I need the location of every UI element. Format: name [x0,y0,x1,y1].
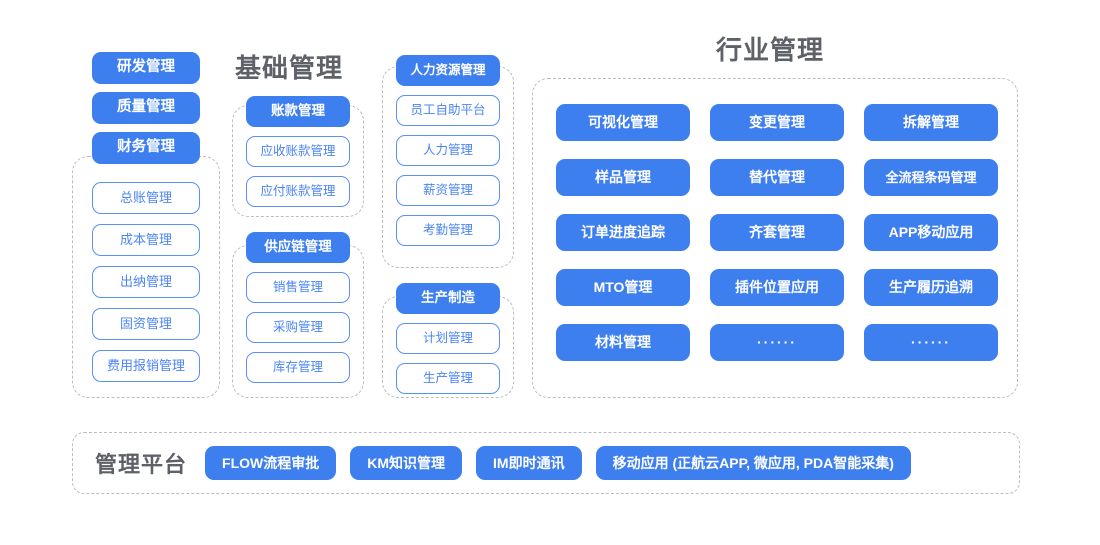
button-visual-management[interactable]: 可视化管理 [556,104,690,141]
group-header-supply-chain[interactable]: 供应链管理 [246,232,350,263]
button-sales-management[interactable]: 销售管理 [246,272,350,303]
hr-group: 人力资源管理 员工自助平台 人力管理 薪资管理 考勤管理 [396,55,500,255]
button-cashier-management[interactable]: 出纳管理 [92,266,200,298]
button-more-placeholder-2[interactable]: ······ [864,324,998,361]
left-top-buttons: 研发管理 质量管理 财务管理 [92,52,200,172]
button-order-progress-tracking[interactable]: 订单进度追踪 [556,214,690,251]
industry-panel-container [532,78,1018,398]
button-production-management[interactable]: 生产管理 [396,363,500,394]
supply-chain-group: 供应链管理 销售管理 采购管理 库存管理 [246,232,350,392]
finance-sub-items: 总账管理 成本管理 出纳管理 固资管理 费用报销管理 [92,182,200,392]
button-payroll-management[interactable]: 薪资管理 [396,175,500,206]
button-sample-management[interactable]: 样品管理 [556,159,690,196]
button-mobile-application[interactable]: 移动应用 (正航云APP, 微应用, PDA智能采集) [595,446,911,480]
section-title-industry: 行业管理 [716,35,825,65]
platform-buttons: FLOW流程审批 KM知识管理 IM即时通讯 移动应用 (正航云APP, 微应用… [205,446,911,480]
platform-title: 管理平台 [95,452,188,477]
button-receivables[interactable]: 应收账款管理 [246,136,350,167]
button-disassembly-management[interactable]: 拆解管理 [864,104,998,141]
button-manpower-management[interactable]: 人力管理 [396,135,500,166]
accounts-group: 账款管理 应收账款管理 应付账款管理 [246,96,350,216]
button-full-process-barcode[interactable]: 全流程条码管理 [864,159,998,196]
management-platform-bar: 管理平台 FLOW流程审批 KM知识管理 IM即时通讯 移动应用 (正航云APP… [72,432,1020,494]
button-substitute-management[interactable]: 替代管理 [710,159,844,196]
button-material-management[interactable]: 材料管理 [556,324,690,361]
section-title-basic: 基础管理 [235,53,344,83]
button-payables[interactable]: 应付账款管理 [246,176,350,207]
button-general-ledger[interactable]: 总账管理 [92,182,200,214]
production-group: 生产制造 计划管理 生产管理 [396,283,500,403]
button-production-history-tracing[interactable]: 生产履历追溯 [864,269,998,306]
button-inventory-management[interactable]: 库存管理 [246,352,350,383]
group-header-accounts[interactable]: 账款管理 [246,96,350,127]
button-expense-reimbursement[interactable]: 费用报销管理 [92,350,200,382]
button-flow-approval[interactable]: FLOW流程审批 [205,446,337,480]
industry-management-grid: 可视化管理 变更管理 拆解管理 样品管理 替代管理 全流程条码管理 订单进度追踪… [556,104,998,361]
button-plan-management[interactable]: 计划管理 [396,323,500,354]
button-more-placeholder-1[interactable]: ······ [710,324,844,361]
button-fixed-assets-management[interactable]: 固资管理 [92,308,200,340]
button-plugin-position-application[interactable]: 插件位置应用 [710,269,844,306]
button-employee-self-service[interactable]: 员工自助平台 [396,95,500,126]
button-purchase-management[interactable]: 采购管理 [246,312,350,343]
button-app-mobile-application[interactable]: APP移动应用 [864,214,998,251]
group-header-production[interactable]: 生产制造 [396,283,500,314]
button-km-knowledge[interactable]: KM知识管理 [350,446,463,480]
button-mto-management[interactable]: MTO管理 [556,269,690,306]
button-cost-management[interactable]: 成本管理 [92,224,200,256]
button-change-management[interactable]: 变更管理 [710,104,844,141]
button-im-messaging[interactable]: IM即时通讯 [476,446,582,480]
group-header-hr[interactable]: 人力资源管理 [396,55,500,86]
button-rd-management[interactable]: 研发管理 [92,52,200,84]
button-kitting-management[interactable]: 齐套管理 [710,214,844,251]
button-quality-management[interactable]: 质量管理 [92,92,200,124]
button-attendance-management[interactable]: 考勤管理 [396,215,500,246]
button-finance-management[interactable]: 财务管理 [92,132,200,164]
